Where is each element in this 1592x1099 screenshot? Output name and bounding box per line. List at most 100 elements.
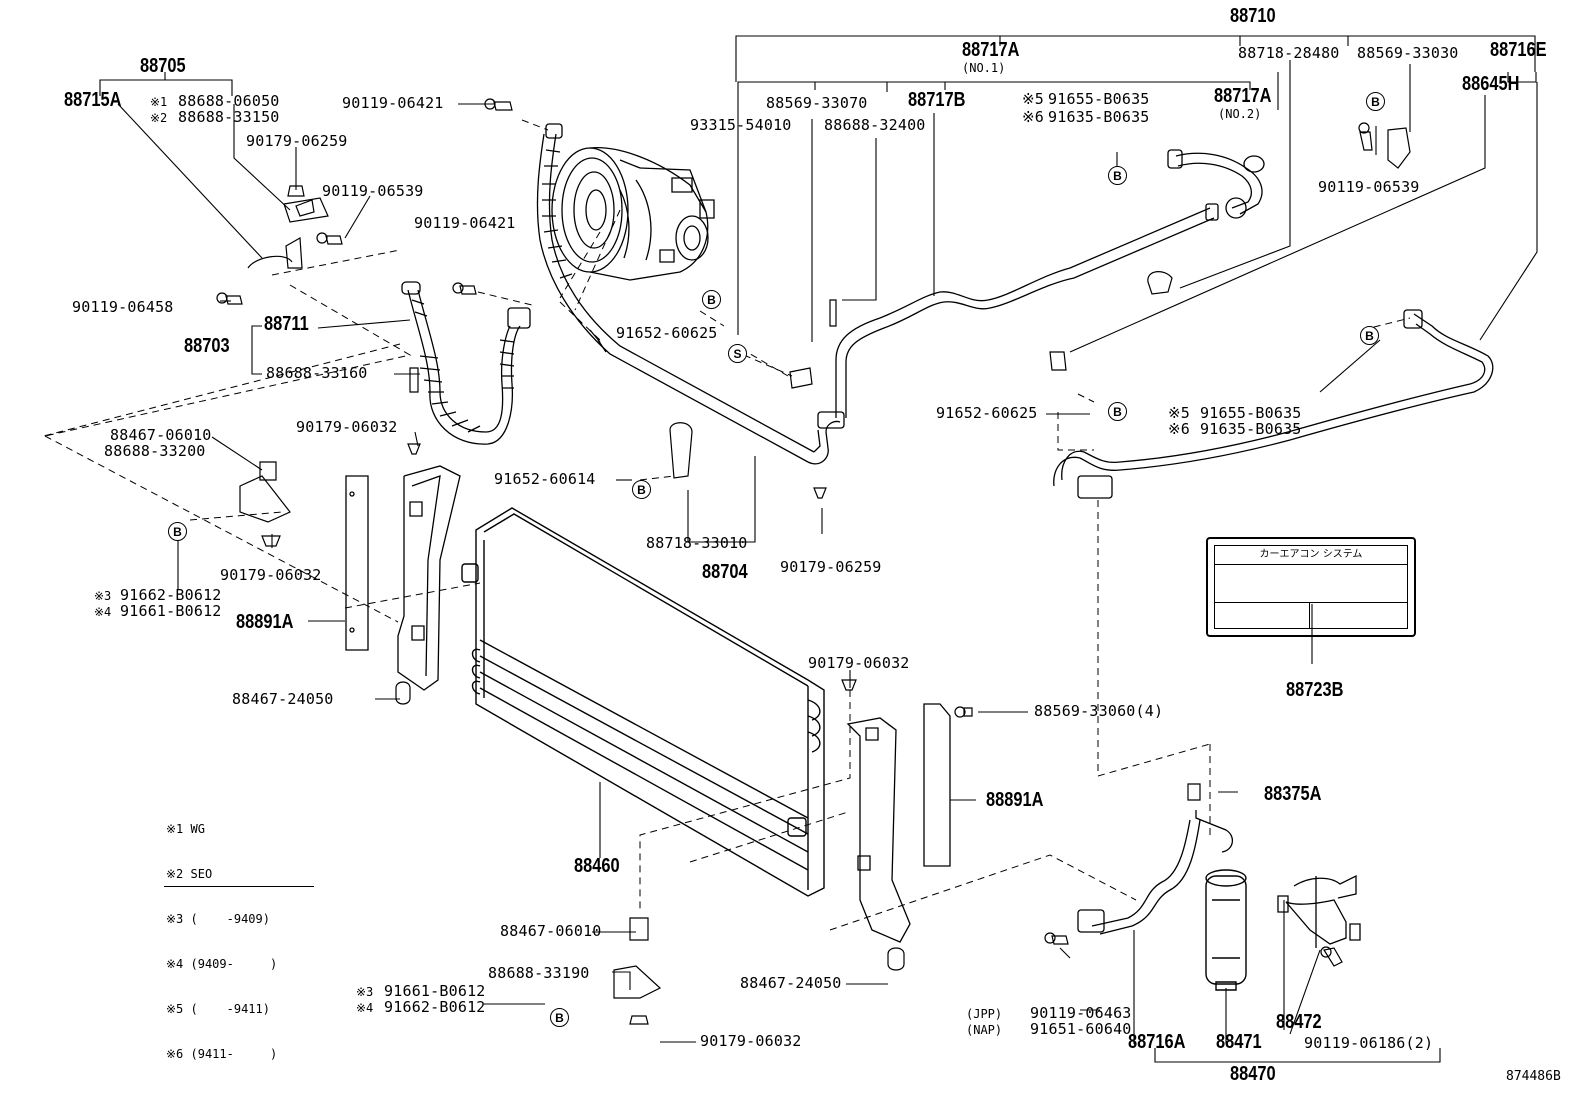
part-label-91655-B0635-b: 91655-B0635 <box>1200 404 1302 422</box>
part-label-88716E: 88716E <box>1490 39 1547 61</box>
note-marker-4a: ※4 <box>94 605 112 619</box>
part-label-90119-06458: 90119-06458 <box>72 298 174 316</box>
part-label-88711: 88711 <box>264 313 309 335</box>
variant-note-6: ※6 (9411- ) <box>166 1047 278 1061</box>
part-label-88569-33060: 88569-33060(4) <box>1034 702 1164 720</box>
compressor <box>552 148 714 280</box>
part-label-88375A: 88375A <box>1264 783 1322 805</box>
part-label-91652-60614: 91652-60614 <box>494 470 596 488</box>
part-label-88688-33190: 88688-33190 <box>488 964 590 982</box>
note-marker-6a: ※6 <box>1022 108 1044 126</box>
variant-notes: ※1 WG ※2 SEO ※3 ( -9409) ※4 (9409- ) ※5 … <box>166 792 277 1077</box>
part-label-88470: 88470 <box>1230 1063 1276 1085</box>
part-label-88467-24050-a: 88467-24050 <box>232 690 334 708</box>
ref-badge-b: B <box>1108 402 1127 421</box>
part-label-88471: 88471 <box>1216 1031 1262 1053</box>
part-label-88891A-b: 88891A <box>986 789 1044 811</box>
receiver-dryer <box>1206 870 1246 990</box>
ref-badge-b: B <box>1108 166 1127 185</box>
part-label-no1: (NO.1) <box>962 61 1006 75</box>
part-label-90119-06186: 90119-06186(2) <box>1304 1034 1434 1052</box>
part-label-88467-06010-b: 88467-06010 <box>500 922 602 940</box>
part-label-91635-B0635-a: 91635-B0635 <box>1048 108 1150 126</box>
pipe-88716E <box>1054 310 1493 498</box>
ref-badge-b: B <box>168 522 187 541</box>
part-label-91662-B0612-b: 91662-B0612 <box>384 998 486 1016</box>
part-label-91662-B0612-a: 91662-B0612 <box>120 586 222 604</box>
part-label-88717B: 88717B <box>908 89 966 111</box>
part-label-91661-B0612-b: 91661-B0612 <box>384 982 486 1000</box>
part-label-90119-06539-a: 90119-06539 <box>322 182 424 200</box>
dryer-bracket <box>1278 876 1360 948</box>
part-label-88718-28480: 88718-28480 <box>1238 44 1340 62</box>
variant-nap: (NAP) <box>966 1023 1003 1037</box>
part-label-90119-06421-b: 90119-06421 <box>414 214 516 232</box>
part-label-88717A-no1: 88717A <box>962 39 1020 61</box>
note-marker-2: ※2 <box>150 111 168 125</box>
ref-badge-s: S <box>728 344 747 363</box>
assembly-dashed-lines <box>40 120 1410 930</box>
note-marker-5b: ※5 <box>1168 404 1190 422</box>
variant-note-3: ※3 ( -9409) <box>166 912 270 926</box>
part-label-88704: 88704 <box>702 561 748 583</box>
part-label-93315-54010: 93315-54010 <box>690 116 792 134</box>
part-label-91635-B0635-b: 91635-B0635 <box>1200 420 1302 438</box>
condenser <box>462 508 824 896</box>
part-label-90179-06032-a: 90179-06032 <box>296 418 398 436</box>
part-label-88645H: 88645H <box>1462 73 1520 95</box>
part-label-91652-60625-a: 91652-60625 <box>616 324 718 342</box>
liquid-pipe <box>836 204 1218 418</box>
hardware <box>217 99 1410 1024</box>
part-label-90179-06032-b: 90179-06032 <box>220 566 322 584</box>
part-label-88723B: 88723B <box>1286 679 1344 701</box>
part-label-91655-B0635-a: 91655-B0635 <box>1048 90 1150 108</box>
part-label-88688-32400: 88688-32400 <box>824 116 926 134</box>
ref-badge-b: B <box>1360 326 1379 345</box>
part-label-88472: 88472 <box>1276 1011 1322 1033</box>
ref-badge-b: B <box>702 290 721 309</box>
part-label-88688-33160: 88688-33160 <box>266 364 368 382</box>
variant-note-1: ※1 WG <box>166 822 205 836</box>
note-marker-1: ※1 <box>150 95 168 109</box>
part-label-90179-06032-d: 90179-06032 <box>700 1032 802 1050</box>
discharge-hose <box>402 282 530 444</box>
ac-label-plate: カーエアコン システム <box>1206 537 1416 637</box>
part-label-88688-33150: 88688-33150 <box>178 108 280 126</box>
part-label-88688-06050: 88688-06050 <box>178 92 280 110</box>
variant-note-2: ※2 SEO <box>166 867 213 881</box>
ac-label-plate-title: カーエアコン システム <box>1215 546 1407 565</box>
part-label-91661-B0612-a: 91661-B0612 <box>120 602 222 620</box>
part-label-88718-33010: 88718-33010 <box>646 534 748 552</box>
part-label-88715A: 88715A <box>64 89 122 111</box>
part-label-no2: (NO.2) <box>1218 107 1262 121</box>
part-label-90119-06463: 90119-06463 <box>1030 1004 1132 1022</box>
variant-notes-underline <box>164 886 314 887</box>
right-panel <box>848 704 950 942</box>
part-label-88688-33200: 88688-33200 <box>104 442 206 460</box>
ac-label-plate-frame: カーエアコン システム <box>1214 545 1408 629</box>
part-label-88460: 88460 <box>574 855 620 877</box>
part-label-88569-33030: 88569-33030 <box>1357 44 1459 62</box>
ac-label-plate-divider <box>1215 602 1407 603</box>
note-marker-3b: ※3 <box>356 985 374 999</box>
variant-note-4: ※4 (9409- ) <box>166 957 278 971</box>
variant-note-5: ※5 ( -9411) <box>166 1002 270 1016</box>
part-label-88710: 88710 <box>1230 5 1276 27</box>
pipe-no2 <box>1168 150 1264 218</box>
note-marker-6b: ※6 <box>1168 420 1190 438</box>
part-label-88467-06010-a: 88467-06010 <box>110 426 212 444</box>
part-label-88705: 88705 <box>140 55 186 77</box>
left-panel <box>346 466 460 690</box>
ref-badge-b: B <box>550 1008 569 1027</box>
part-label-90179-06032-c: 90179-06032 <box>808 654 910 672</box>
part-label-90119-06539-b: 90119-06539 <box>1318 178 1420 196</box>
diagram-id: 874486B <box>1506 1069 1561 1084</box>
part-label-91651-60640: 91651-60640 <box>1030 1020 1132 1038</box>
note-marker-3a: ※3 <box>94 589 112 603</box>
suction-pipe <box>537 124 844 464</box>
variant-jpp: (JPP) <box>966 1007 1003 1021</box>
part-label-88703: 88703 <box>184 335 230 357</box>
pipe-88716A <box>1078 810 1232 934</box>
